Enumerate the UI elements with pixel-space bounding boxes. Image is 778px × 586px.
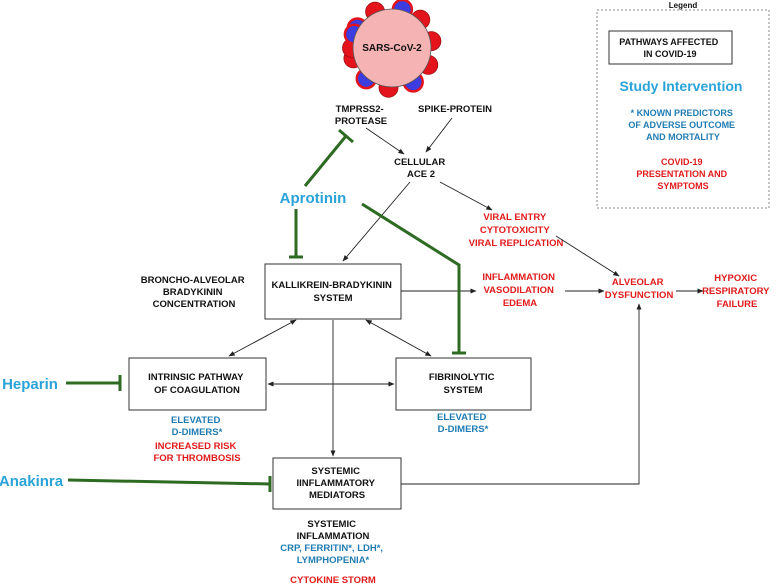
legend-predictors: * KNOWN PREDICTORS OF ADVERSE OUTCOME AN… — [628, 108, 737, 142]
svg-text:SYSTEMIC IINFLAMMATORY: SYSTEMIC IINFLAMMATORY MEDIATORS — [297, 466, 378, 501]
elevated-ddimers-left: ELEVATED D-DIMERS* — [171, 415, 223, 438]
arrow-tmprss2-to-ace2 — [365, 127, 405, 155]
cytokine-storm-label: CYTOKINE STORM — [290, 575, 376, 586]
heparin-label: Heparin — [2, 376, 58, 393]
inflammation-label: INFLAMMATION VASODILATION EDEMA — [482, 272, 557, 309]
legend-presentation: COVID-19 PRESENTATION AND SYMPTOMS — [636, 157, 729, 191]
broncho-alveolar-label: BRONCHO-ALVEOLAR BRADYKININ CONCENTRATIO… — [141, 275, 247, 310]
intrinsic-pathway-box: INTRINSIC PATHWAY OF COAGULATION — [128, 357, 267, 411]
elevated-ddimers-right: ELEVATED D-DIMERS* — [437, 412, 489, 435]
tmprss2-label: TMPRSS2- PROTEASE — [335, 104, 387, 127]
svg-text:FIBRINOLYTIC SYSTEM: FIBRINOLYTIC SYSTEM — [429, 372, 497, 396]
aprotinin-inhibits-fibrinolytic — [361, 202, 461, 353]
arrow-kallikrein-intrinsic — [228, 319, 297, 357]
cellular-ace2-label: CELLULAR ACE 2 — [394, 157, 448, 180]
aprotinin-inhibits-tmprss2 — [303, 135, 348, 187]
spike-protein-label: SPIKE-PROTEIN — [418, 104, 492, 115]
anakinra-label: Anakinra — [0, 473, 64, 490]
kallikrein-box: KALLIKREIN-BRADYKININ SYSTEM — [264, 263, 402, 320]
arrow-ace2-to-viral-entry — [439, 181, 493, 211]
pathway-arrows — [228, 117, 704, 485]
virus-body — [352, 8, 432, 88]
systemic-mediators-box: SYSTEMIC IINFLAMMATORY MEDIATORS — [272, 457, 402, 510]
markers-label: CRP, FERRITIN*, LDH*, LYMPHOPENIA* — [280, 543, 385, 566]
arrow-spike-to-ace2 — [425, 117, 453, 153]
anakinra-inhibits-mediators — [67, 478, 271, 486]
hypoxic-respiratory-failure-label: HYPOXIC RESPIRATORY FAILURE — [702, 273, 772, 310]
arrow-mediators-to-alveolar — [401, 303, 642, 485]
legend-study-intervention: Study Intervention — [620, 78, 743, 94]
svg-text:INTRINSIC PATHWAY OF COA: INTRINSIC PATHWAY OF COAGULATION — [148, 372, 246, 396]
systemic-inflammation-label: SYSTEMIC INFLAMMATION — [297, 519, 370, 542]
thrombosis-risk-label: INCREASED RISK FOR THROMBOSIS — [153, 441, 240, 464]
legend: Legend PATHWAYS AFFECTED IN COVID-19 Stu… — [596, 1, 770, 209]
svg-text:KALLIKREIN-BRADYKININ SY: KALLIKREIN-BRADYKININ SYSTEM — [272, 280, 395, 304]
legend-title: Legend — [669, 1, 698, 10]
viral-entry-label: VIRAL ENTRY CYTOTOXICITY VIRAL REPLICATI… — [469, 212, 564, 249]
aprotinin-label: Aprotinin — [280, 190, 347, 207]
fibrinolytic-box: FIBRINOLYTIC SYSTEM — [395, 357, 532, 411]
arrow-viral-entry-to-alveolar — [555, 235, 620, 277]
sars-cov-2-virus: SARS-CoV-2 — [342, 0, 442, 98]
inhibition-lines — [66, 128, 466, 492]
virus-label: SARS-CoV-2 — [362, 43, 422, 54]
arrow-kallikrein-fibrinolytic — [365, 319, 432, 357]
legend-pathways-box: PATHWAYS AFFECTED IN COVID-19 — [619, 37, 721, 59]
alveolar-dysfunction-label: ALVEOLAR DYSFUNCTION — [605, 277, 674, 301]
arrow-ace2-to-kallikrein — [342, 181, 411, 262]
